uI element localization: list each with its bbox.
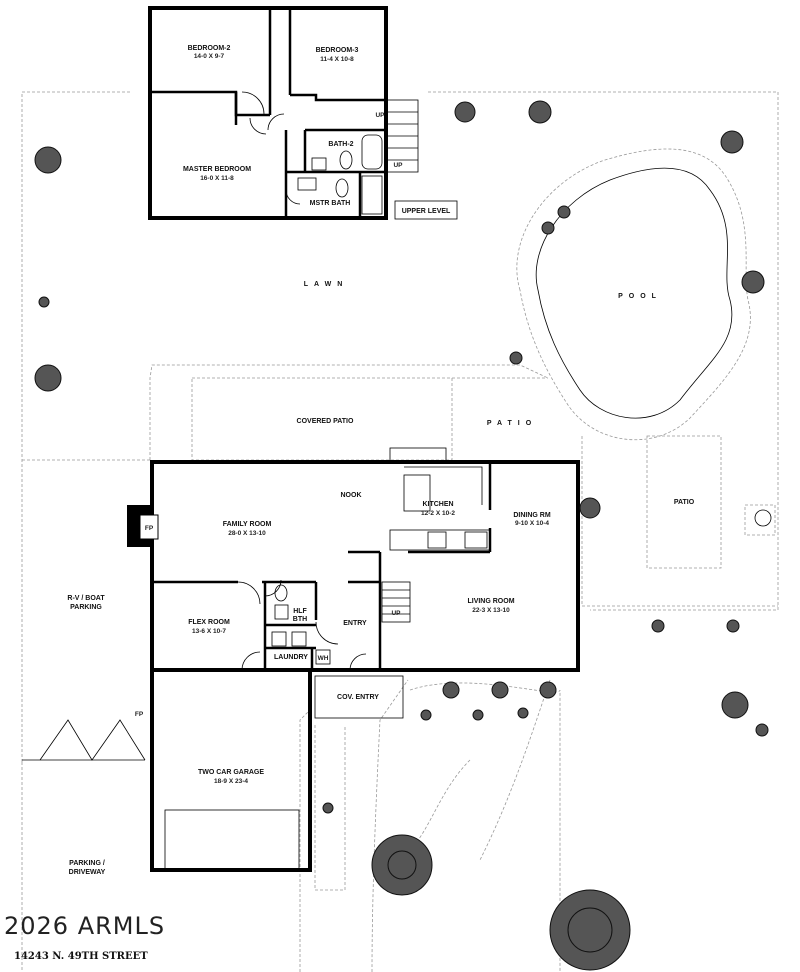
laundry-label: LAUNDRY xyxy=(274,654,308,661)
covered-patio-label: COVERED PATIO xyxy=(297,418,354,425)
patio-label: PATIO xyxy=(487,420,537,427)
pool-label: POOL xyxy=(618,293,662,300)
stair-up-label-2: UP xyxy=(393,162,403,169)
garage-name: TWO CAR GARAGE xyxy=(198,769,264,776)
bedroom-3-name: BEDROOM-3 xyxy=(316,47,359,54)
flex-room-dims: 13-6 X 10-7 xyxy=(192,628,226,635)
family-room-dims: 28-0 X 13-10 xyxy=(228,530,266,537)
site-outlines xyxy=(21,91,779,972)
stair-up-label: UP xyxy=(375,112,385,119)
pool: POOL xyxy=(516,148,751,441)
rv-parking-label-1: R-V / BOAT xyxy=(67,595,105,602)
half-bath-label-1: HLF xyxy=(293,608,307,615)
kitchen-name: KITCHEN xyxy=(422,501,453,508)
parking-label-2: DRIVEWAY xyxy=(69,869,106,876)
entry-label: ENTRY xyxy=(343,620,367,627)
upper-level-title: UPPER LEVEL xyxy=(402,208,451,215)
upper-level: UP UP BEDROOM-2 14-0 X 9-7 BEDROOM-3 11-… xyxy=(148,6,458,220)
property-address: 14243 N. 49TH STREET xyxy=(14,951,148,962)
garage-dims: 18-9 X 23-4 xyxy=(214,778,248,785)
rv-parking-label-2: PARKING xyxy=(70,604,102,611)
dining-room-name: DINING RM xyxy=(513,512,551,519)
living-room-name: LIVING ROOM xyxy=(467,598,514,605)
bedroom-2-dims: 14-0 X 9-7 xyxy=(194,53,225,60)
stair-up-main-label: UP xyxy=(391,610,401,617)
water-heater-label: WH xyxy=(318,655,329,662)
family-room-name: FAMILY ROOM xyxy=(223,521,272,528)
cov-entry-label: COV. ENTRY xyxy=(337,694,379,701)
bedroom-3-dims: 11-4 X 10-8 xyxy=(320,56,354,63)
main-level: FP UP xyxy=(127,447,580,872)
fireplace-label: FP xyxy=(145,525,154,532)
master-bath-name: MSTR BATH xyxy=(310,200,351,207)
bedroom-2-name: BEDROOM-2 xyxy=(188,45,231,52)
master-bedroom-name: MASTER BEDROOM xyxy=(183,166,251,173)
lawn-label: LAWN xyxy=(304,281,349,288)
flex-room-name: FLEX ROOM xyxy=(188,619,230,626)
bath-2-name: BATH-2 xyxy=(328,141,353,148)
parking-label-1: PARKING / xyxy=(69,860,105,867)
half-bath-label-2: BTH xyxy=(293,616,307,623)
garage-fp-label: FP xyxy=(135,711,144,718)
master-bedroom-dims: 16-0 X 11-8 xyxy=(200,175,234,182)
patio-side-label: PATIO xyxy=(674,499,695,506)
living-room-dims: 22-3 X 13-10 xyxy=(472,607,510,614)
kitchen-dims: 12-2 X 10-2 xyxy=(421,510,455,517)
dining-room-dims: 9-10 X 10-4 xyxy=(515,520,549,527)
landscape xyxy=(34,100,769,971)
brand-watermark: 2026 ARMLS xyxy=(4,912,166,940)
nook-label: NOOK xyxy=(341,492,362,499)
